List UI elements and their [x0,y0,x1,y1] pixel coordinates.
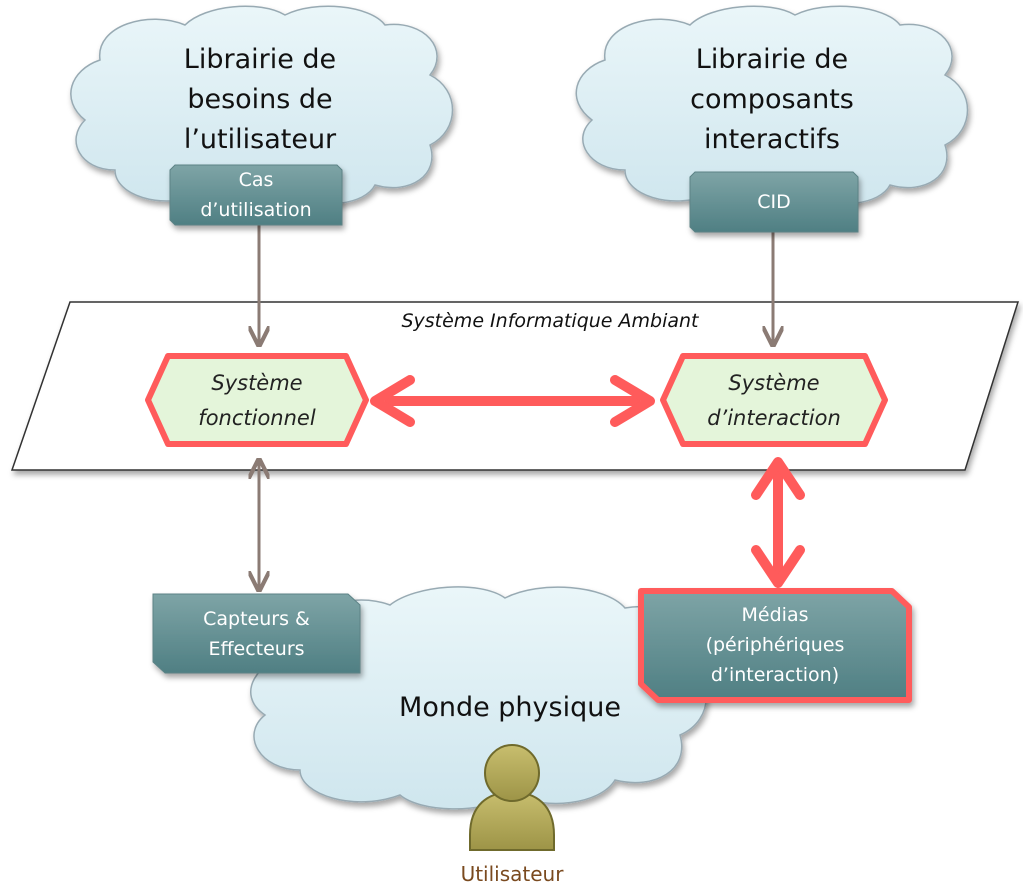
interaction-media-arrow [751,457,805,588]
interaction-system-node [660,353,888,447]
sensors-box [152,593,361,674]
physical-world-cloud [249,586,707,810]
user-needs-cloud-label: Librairie de besoins de l’utilisateur [183,44,337,155]
components-cloud [575,5,969,209]
cid-box [689,171,859,233]
interaction-system-label: Système d’interaction [707,371,841,430]
use-case-box [169,164,343,226]
media-box-label: Médias (périphériques d’interaction) [705,604,845,686]
sensors-box-label: Capteurs & Effecteurs [203,608,310,660]
ambient-system-label: Système Informatique Ambiant [401,310,699,332]
media-box [638,588,912,703]
functional-system-label: Système fonctionnel [198,371,316,430]
functional-system-node [145,353,369,447]
cid-box-label: CID [757,191,791,213]
user-label: Utilisateur [460,862,564,886]
components-cloud-label: Librairie de composants interactifs [690,44,854,155]
use-case-box-label: Cas d’utilisation [200,169,312,221]
functional-interaction-arrow [370,375,655,427]
physical-world-cloud-label: Monde physique [399,692,621,723]
user-needs-cloud [70,5,454,209]
user-icon [469,744,555,851]
